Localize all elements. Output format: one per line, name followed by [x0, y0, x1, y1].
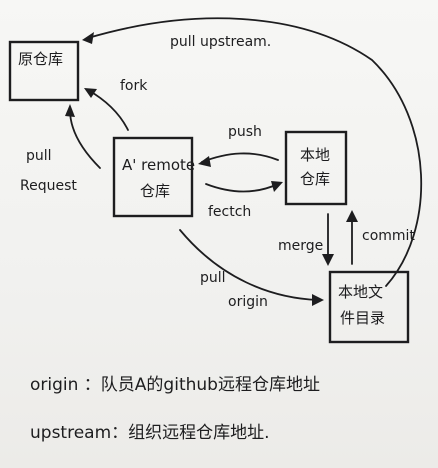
pull-request-label-line1: pull	[26, 148, 52, 164]
pull-origin-label-line2: origin	[228, 294, 268, 310]
merge-arrowhead	[322, 254, 334, 266]
upstream-repo-box	[8, 40, 80, 102]
fork-arrow	[87, 89, 129, 131]
remote-repo-box	[112, 136, 194, 218]
local-dir-label-line1: 本地文	[338, 283, 383, 301]
fork-label: fork	[120, 78, 148, 94]
remote-repo-label-line2: 仓库	[140, 182, 170, 200]
commit-label: commit	[362, 228, 415, 244]
commit-arrowhead	[346, 210, 358, 222]
local-repo-label-line2: 仓库	[300, 170, 330, 188]
push-arrowhead	[198, 156, 211, 167]
pull-request-arrow	[69, 109, 101, 169]
pull-request-arrowhead	[65, 104, 75, 117]
fetch-arrow	[205, 183, 279, 193]
local-dir-box	[328, 270, 410, 344]
pull-upstream-label: pull upstream.	[170, 34, 271, 50]
pull-origin-arrowhead	[312, 294, 324, 306]
local-repo-box	[284, 130, 348, 206]
pull-upstream-arrow	[87, 17, 423, 287]
remote-repo-label-line1: A' remote	[122, 156, 195, 174]
push-arrow	[201, 152, 279, 163]
upstream-repo-label: 原仓库	[18, 50, 63, 68]
fetch-label: fectch	[208, 204, 251, 220]
local-dir-label-line2: 件目录	[340, 309, 385, 327]
merge-label: merge	[278, 238, 323, 254]
fetch-arrowhead	[271, 181, 283, 192]
local-repo-label-line1: 本地	[300, 146, 330, 164]
pull-request-label-line2: Request	[20, 178, 77, 194]
origin-note: origin ：队员A的github远程仓库地址	[30, 375, 320, 395]
pull-upstream-arrowhead	[82, 32, 94, 44]
upstream-note: upstream：组织远程仓库地址.	[30, 423, 270, 443]
pull-origin-label-line1: pull	[200, 270, 226, 286]
push-label: push	[228, 124, 262, 140]
fork-arrowhead	[84, 88, 97, 98]
pull-origin-arrow	[179, 229, 319, 301]
